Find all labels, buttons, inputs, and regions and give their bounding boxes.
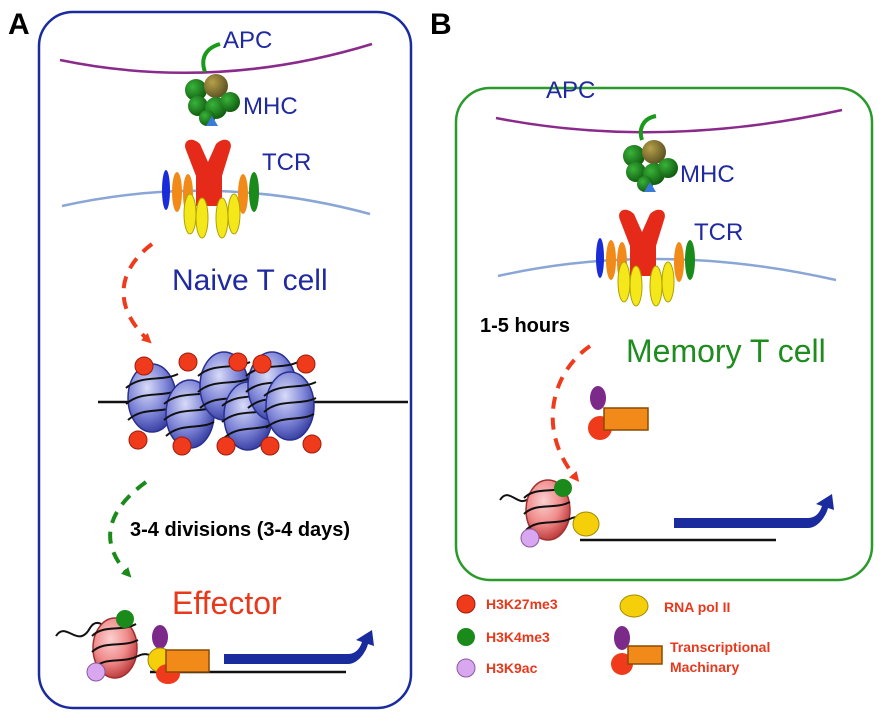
panel-b: B APC MHC TCR 1-5 [430,8,874,582]
legend-rna-pol-label: RNA pol II [664,599,730,615]
panel-b-duration-label: 1-5 hours [480,315,570,337]
panel-a-letter: A [8,8,30,41]
panel-b-letter: B [430,8,452,41]
panel-b-mhc [623,114,678,192]
panel-a-chromatin [98,351,408,456]
legend-machinery-label-line1: Transcriptional [670,639,770,655]
panel-b-cell-label: Memory T cell [626,333,826,369]
panel-a-cell-label: Naive T cell [172,264,328,297]
panel-a-border [37,10,413,710]
panel-b-tcr [596,209,695,307]
panel-a-tcr [162,139,259,239]
legend-h3k4me3-swatch [457,628,475,646]
panel-b-mhc-label: MHC [680,161,735,188]
panel-a-apc-membrane [59,42,373,75]
panel-a-duration-label: 3-4 divisions (3-4 days) [130,519,350,541]
panel-b-border [454,86,874,582]
panel-a-signal-arrow [121,242,154,344]
panel-a-mhc [185,42,240,126]
legend-h3k27me3-swatch [456,594,476,614]
legend-machinery-swatch [611,626,663,675]
panel-a-apc-label: APC [223,27,272,54]
panel-b-tcell-membrane [497,257,837,282]
legend-h3k9ac-swatch [456,658,476,678]
panel-a-outcome-label: Effector [172,585,282,621]
panel-a-active-gene [55,610,374,684]
panel-b-signal-arrow [550,344,592,482]
panel-b-apc-label: APC [546,77,595,104]
legend-machinery-label-line2: Machinary [670,659,739,675]
legend-h3k9ac-label: H3K9ac [486,660,538,676]
legend-rna-pol-swatch [619,594,649,618]
panel-a-mhc-label: MHC [243,93,298,120]
legend-h3k27me3-label: H3K27me3 [486,596,558,612]
panel-b-active-gene [499,479,834,548]
legend: H3K27me3 H3K4me3 H3K9ac RNA pol II Trans… [456,594,770,678]
panel-a-tcr-label: TCR [262,149,311,176]
panel-b-tcr-label: TCR [694,219,743,246]
legend-h3k4me3-label: H3K4me3 [486,629,550,645]
panel-a: A APC MHC [8,8,413,710]
panel-b-poised-machinery [588,386,649,440]
panel-b-apc-membrane [495,108,843,134]
